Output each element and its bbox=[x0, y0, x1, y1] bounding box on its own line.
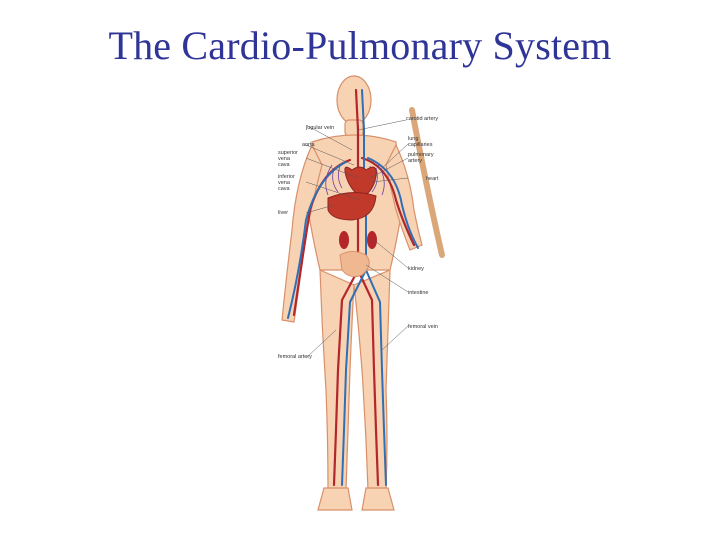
label-inferior-vena-cava: inferior vena cava bbox=[278, 174, 295, 192]
label-jugular-vein: jugular vein bbox=[306, 125, 335, 131]
label-aorta: aorta bbox=[302, 142, 315, 148]
label-liver: liver bbox=[278, 210, 289, 216]
label-pulmonary-artery: pulmonary artery bbox=[408, 152, 434, 164]
label-femoral-artery: femoral artery bbox=[278, 354, 312, 360]
label-kidney: kidney bbox=[408, 266, 424, 272]
body-illustration bbox=[281, 75, 445, 511]
label-heart: heart bbox=[426, 176, 439, 182]
leader-lines bbox=[305, 119, 409, 359]
label-intestine: intestine bbox=[408, 290, 429, 296]
label-lung-capillaries: lung capillaries bbox=[408, 136, 433, 148]
liver-shape bbox=[327, 192, 377, 221]
intestine-shape bbox=[339, 251, 370, 278]
kidney-left bbox=[339, 231, 349, 249]
label-femoral-vein: femoral vein bbox=[408, 324, 438, 330]
heart-shape bbox=[344, 166, 377, 199]
label-superior-vena-cava: superior vena cava bbox=[278, 150, 298, 168]
label-carotid-artery: carotid artery bbox=[406, 116, 439, 122]
walking-stick bbox=[409, 107, 445, 258]
slide-title: The Cardio-Pulmonary System bbox=[108, 23, 612, 68]
circulatory-diagram: jugular vein aorta superior vena cava in… bbox=[262, 70, 462, 538]
kidney-right bbox=[367, 231, 377, 249]
